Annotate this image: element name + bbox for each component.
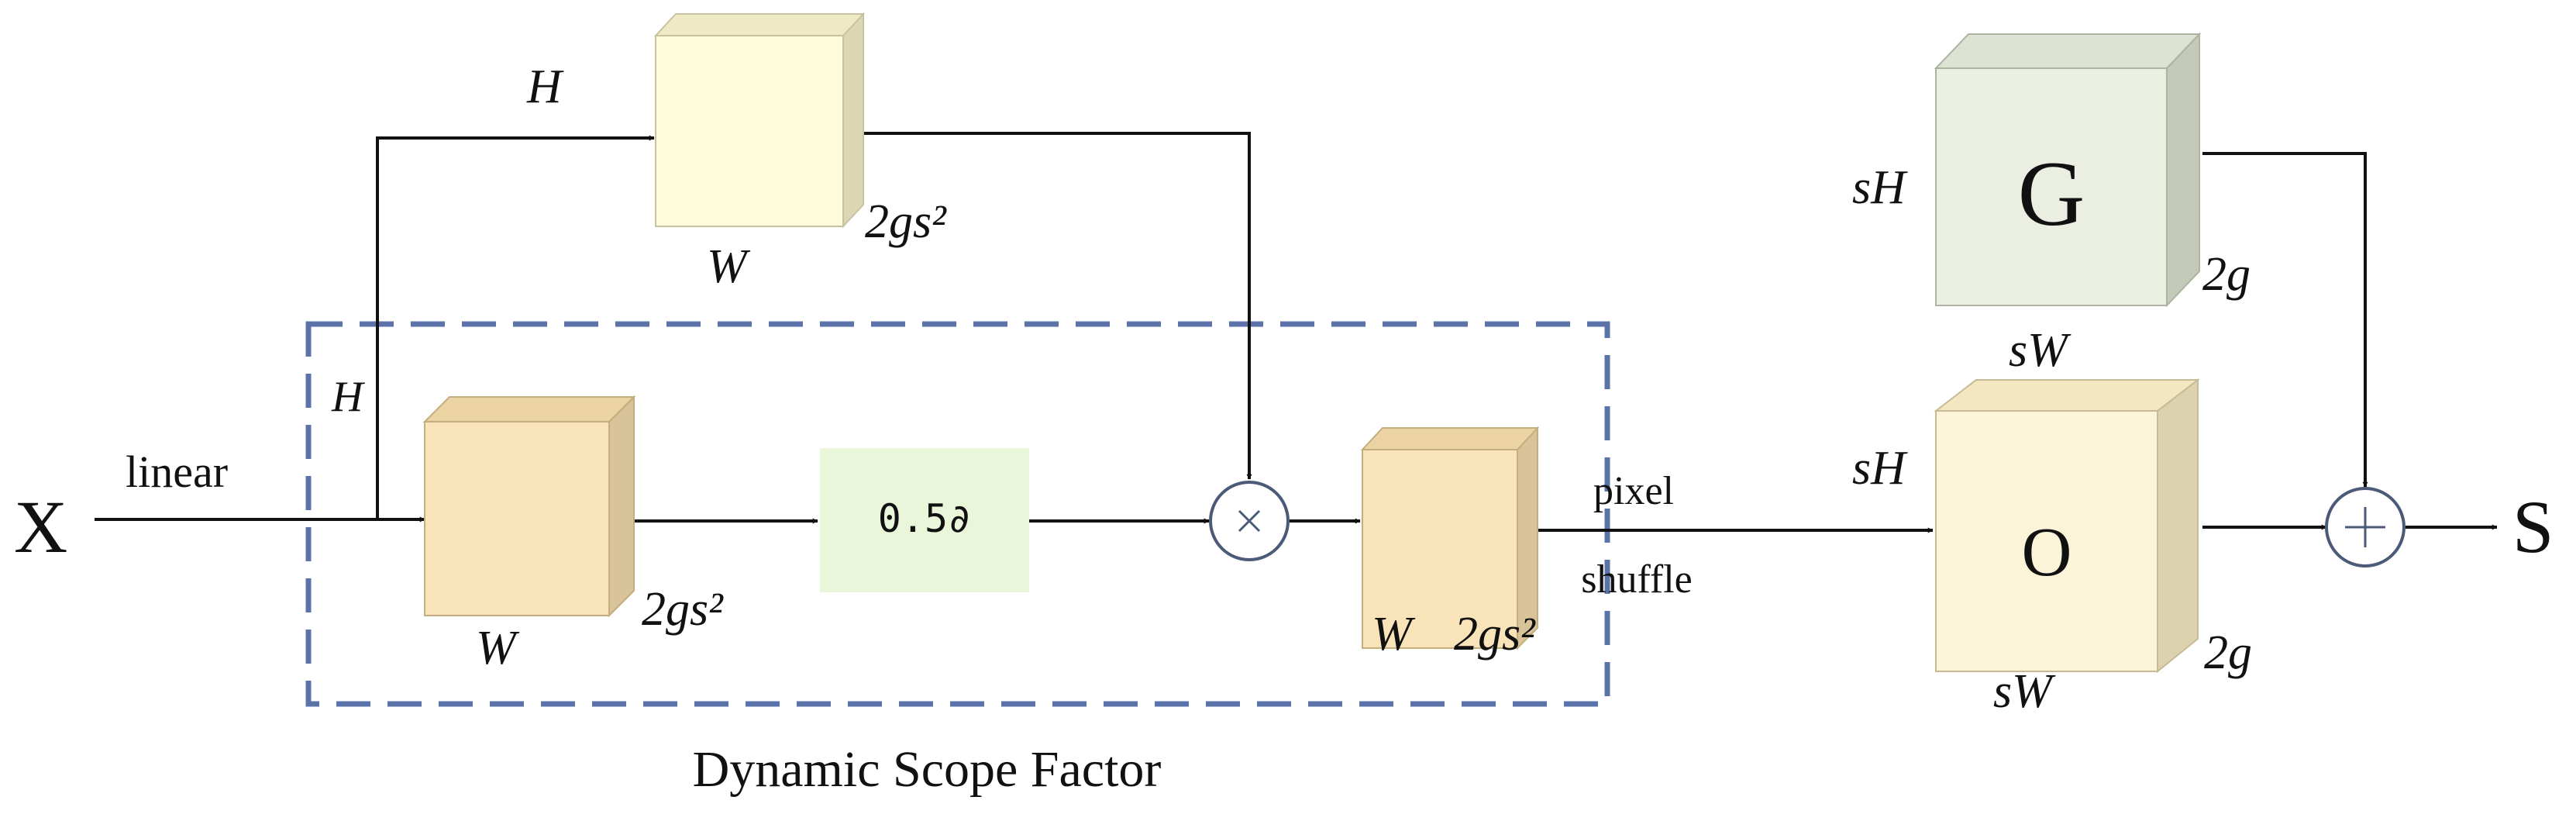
scale-op-label: 0.5∂ <box>878 496 971 541</box>
o-block-letter: O <box>2022 514 2072 591</box>
g-block-h-label: sH <box>1852 161 1908 214</box>
o-block-h-label: sH <box>1852 442 1908 495</box>
o-block-w-label: sW <box>1993 665 2056 718</box>
upper-branch-h-label: H <box>526 60 564 113</box>
top-block-w-label: W <box>707 240 751 293</box>
mid-block-w-label: W <box>1372 608 1416 661</box>
scale-op-box <box>820 448 1029 592</box>
left-block-w-label: W <box>476 622 520 674</box>
g-block-letter: G <box>2018 142 2085 245</box>
input-branch-h-label: H <box>331 373 365 421</box>
o-feature-block <box>1934 378 2200 674</box>
top-feature-block <box>653 12 866 229</box>
left-block-c-label: 2gs² <box>642 583 724 636</box>
multiply-circle-icon <box>1209 481 1290 561</box>
upper-branch-line <box>376 135 655 519</box>
input-label: X <box>14 485 67 568</box>
output-label: S <box>2512 485 2554 568</box>
top-block-c-label: 2gs² <box>865 195 947 248</box>
plus-circle-icon <box>2325 487 2406 567</box>
connectors <box>95 132 2498 533</box>
dynamic-scope-region <box>305 321 1610 707</box>
pixel-label: pixel <box>1593 469 1674 513</box>
mid-block-c-label: 2gs² <box>1454 608 1536 661</box>
top-block-to-multiply-line <box>843 132 1252 480</box>
shuffle-label: shuffle <box>1581 557 1692 602</box>
g-block-w-label: sW <box>2009 324 2071 377</box>
left-feature-block <box>422 395 636 618</box>
linear-label: linear <box>126 447 228 497</box>
mid-feature-block <box>1360 426 1540 650</box>
g-block-c-label: 2g <box>2202 248 2251 301</box>
o-block-c-label: 2g <box>2204 626 2252 679</box>
g-to-add-line <box>2202 152 2368 488</box>
dynamic-scope-label: Dynamic Scope Factor <box>693 741 1162 798</box>
g-feature-block <box>1934 32 2202 308</box>
